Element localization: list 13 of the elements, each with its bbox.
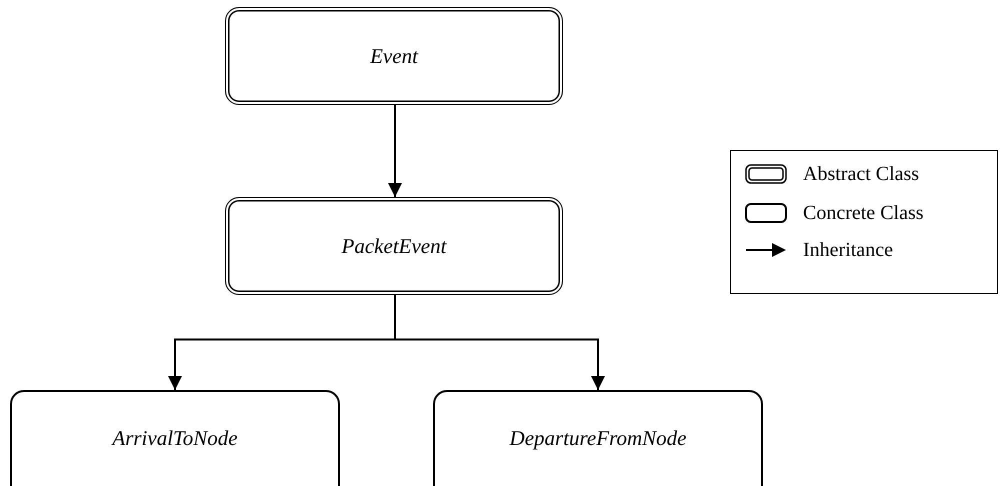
legend-label: Inheritance — [803, 238, 893, 262]
legend-label: Concrete Class — [803, 202, 924, 224]
class-name: Event — [370, 44, 418, 68]
inheritance-arrow — [388, 105, 402, 197]
abstract-class-box — [225, 197, 563, 295]
class-name: ArrivalToNode — [112, 426, 238, 450]
inheritance-arrow — [394, 295, 605, 390]
abstract-class-box — [225, 7, 563, 105]
class-name: DepartureFromNode — [510, 426, 686, 450]
concrete-class-box — [433, 390, 763, 486]
legend-label: Abstract Class — [803, 162, 920, 186]
concrete-class-box — [10, 390, 340, 486]
class-name: PacketEvent — [342, 234, 446, 258]
